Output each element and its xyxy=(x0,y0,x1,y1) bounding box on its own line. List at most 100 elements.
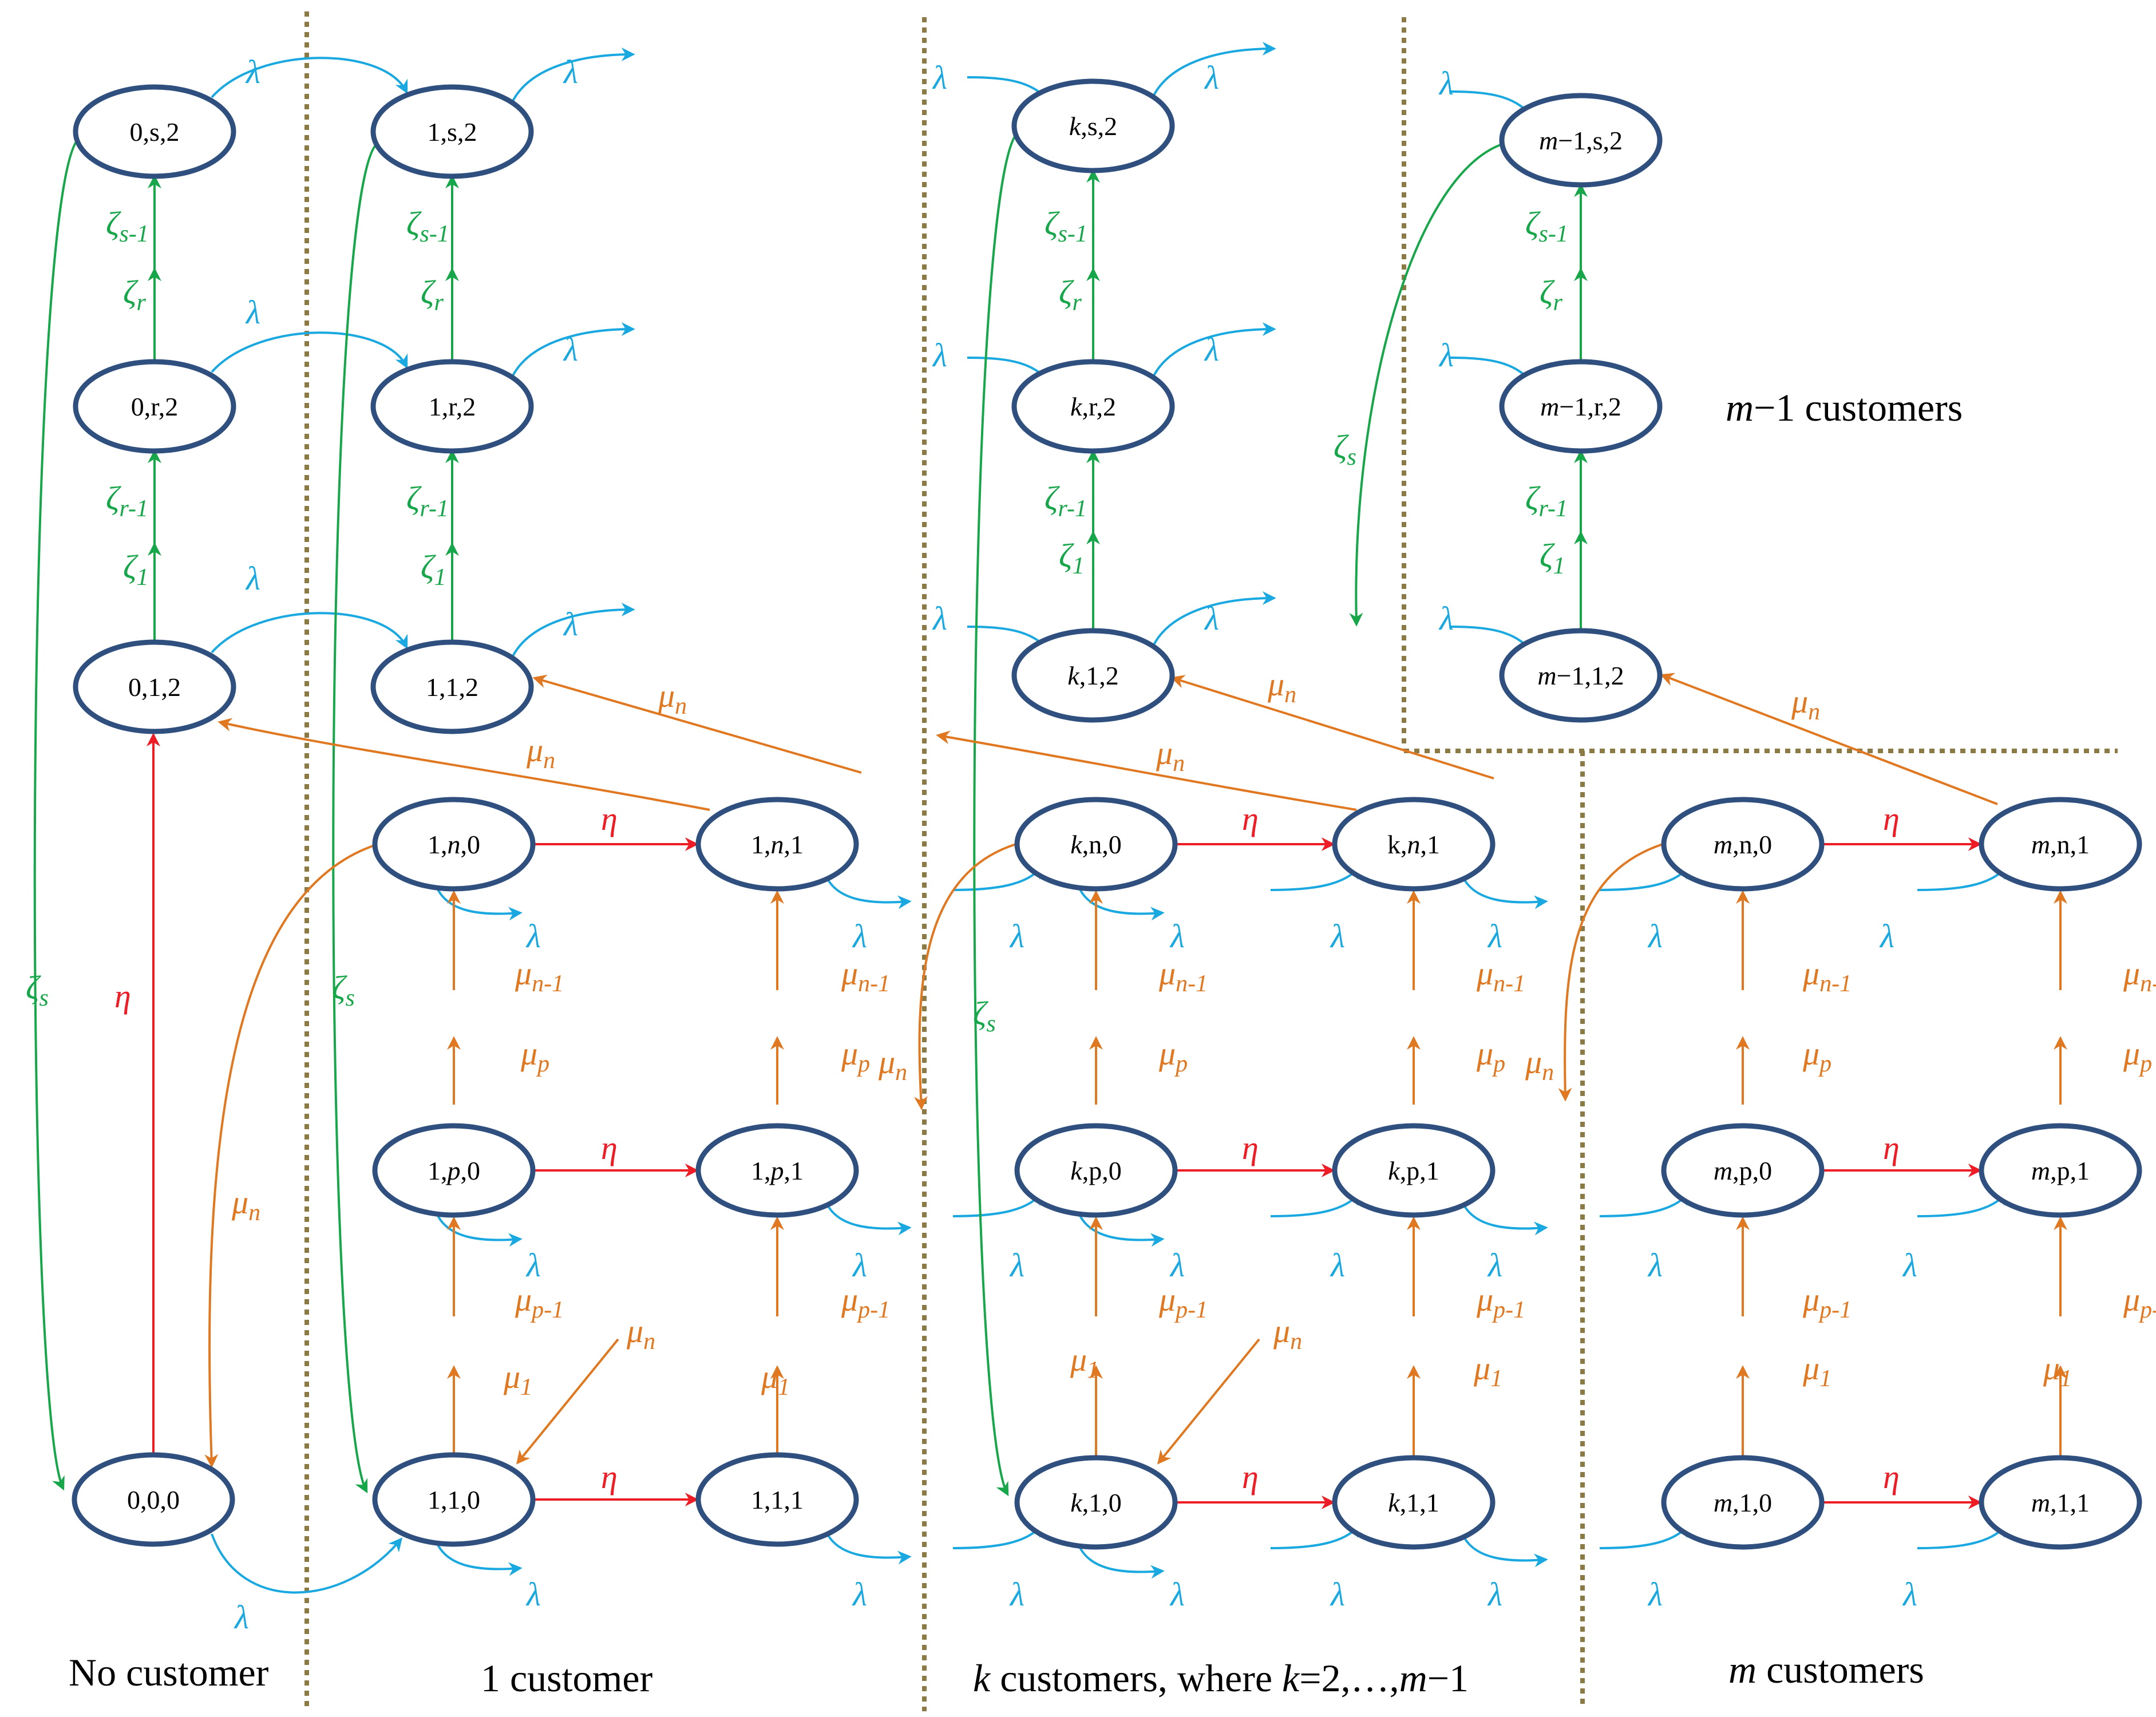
mu-label: μp xyxy=(520,1035,549,1077)
lambda-label: λ xyxy=(1487,1247,1502,1284)
state-label: 1,p,0 xyxy=(428,1156,480,1185)
mu-label: μp-1 xyxy=(1802,1281,1852,1323)
lambda-label: λ xyxy=(1009,917,1024,955)
rate-symbol: ζ xyxy=(106,480,121,517)
rate-symbol: λ xyxy=(525,1576,541,1613)
rate-symbol: λ xyxy=(1487,1576,1502,1613)
rate-symbol: λ xyxy=(932,337,947,374)
state-node: m−1,1,2 xyxy=(1499,628,1663,723)
rate-symbol: μ xyxy=(1476,1035,1493,1072)
mu-label: μn xyxy=(1273,1312,1302,1355)
state-label-prefix: 1, xyxy=(428,1156,448,1185)
arrival-arc xyxy=(1149,591,1276,653)
state-label-rest: ,p,1 xyxy=(2050,1156,2090,1185)
setup-complete-arc xyxy=(33,136,81,1491)
state-label: m,n,1 xyxy=(2031,830,2090,859)
rate-subscript: 1 xyxy=(1490,1366,1502,1392)
lambda-label: λ xyxy=(563,53,578,90)
rate-subscript: n xyxy=(643,1328,655,1355)
label-k-range: =2,…, xyxy=(1299,1656,1399,1700)
rate-symbol: ζ xyxy=(1059,537,1074,574)
state-label-rest: −1,1,2 xyxy=(1557,661,1624,690)
state-node: 1,1,2 xyxy=(370,639,534,734)
state-label: k,1,1 xyxy=(1388,1488,1439,1517)
lambda-label: λ xyxy=(1204,59,1219,96)
rate-subscript: r-1 xyxy=(119,496,148,522)
rate-subscript: 1 xyxy=(2060,1366,2072,1392)
lambda-label: λ xyxy=(1647,917,1663,955)
state-ellipse xyxy=(1332,1455,1496,1550)
lambda-label: λ xyxy=(1169,917,1185,955)
state-node: m,p,1 xyxy=(1979,1123,2142,1218)
arrival-arc xyxy=(1078,1213,1165,1247)
state-node: 1,s,2 xyxy=(370,84,534,179)
mu-label: μn xyxy=(1267,666,1296,708)
state-label-prefix: 1 xyxy=(429,392,442,421)
state-label-rest: ,1,1 xyxy=(2050,1488,2090,1517)
lambda-label: λ xyxy=(1438,600,1454,637)
mu-label: μn-1 xyxy=(1476,955,1525,997)
rate-symbol: ζ xyxy=(421,274,436,311)
rate-symbol: ζ xyxy=(421,548,436,585)
eta-label: η xyxy=(1242,800,1259,837)
arrival-arc xyxy=(211,331,408,373)
arrival-arc xyxy=(508,603,635,664)
rate-symbol: μ xyxy=(2123,955,2140,992)
state-label-prefix: 1, xyxy=(751,830,771,859)
rate-subscript: r xyxy=(434,290,444,316)
state-label: m,p,1 xyxy=(2031,1156,2090,1185)
rate-symbol: μ xyxy=(1156,734,1173,772)
rate-subscript: s-1 xyxy=(420,221,449,247)
rate-symbol: η xyxy=(1242,1129,1259,1166)
state-label: 0,0,0 xyxy=(127,1485,180,1514)
state-label-prefix: 1 xyxy=(428,117,441,147)
state-label: 1,s,2 xyxy=(428,117,477,147)
rate-subscript: s xyxy=(39,985,48,1011)
service-complete-arrow xyxy=(1157,1338,1260,1465)
state-ellipse xyxy=(1499,628,1663,723)
rate-subscript: n-1 xyxy=(858,971,890,997)
state-label-italic: k xyxy=(1069,112,1082,141)
rate-symbol: ζ xyxy=(1059,274,1074,311)
state-label-rest: ,1,0 xyxy=(1082,1488,1122,1517)
state-label-rest: ,1 xyxy=(784,830,804,859)
rate-symbol: μ xyxy=(1802,1035,1819,1072)
rate-symbol: λ xyxy=(1009,1576,1024,1613)
rate-symbol: λ xyxy=(1009,917,1024,955)
state-node: k,1,0 xyxy=(1014,1455,1178,1550)
zeta-label: ζs-1 xyxy=(406,205,449,247)
state-label: 0,1,2 xyxy=(128,672,181,702)
state-ellipse xyxy=(695,797,859,892)
rate-subscript: p xyxy=(2138,1051,2152,1077)
state-node: k,n,0 xyxy=(1014,797,1178,892)
label-k-m: m xyxy=(1399,1656,1427,1700)
state-label-rest: ,1 xyxy=(784,1156,804,1185)
rate-symbol: μ xyxy=(1158,1281,1176,1318)
rate-symbol: λ xyxy=(1879,917,1894,955)
state-node: m,n,0 xyxy=(1661,797,1825,892)
mu-label: μ1 xyxy=(1802,1350,1831,1392)
arrival-arc xyxy=(825,875,912,909)
rate-symbol: μ xyxy=(626,1312,643,1350)
rate-symbol: λ xyxy=(245,53,260,90)
rate-subscript: 1 xyxy=(434,564,446,591)
service-complete-arrow xyxy=(1170,675,1494,780)
lambda-label: λ xyxy=(932,600,947,637)
label-k-mid: customers, where xyxy=(990,1656,1282,1700)
rate-symbol: μ xyxy=(526,731,543,769)
state-ellipse xyxy=(1979,797,2142,892)
lambda-label: λ xyxy=(1330,1576,1345,1613)
state-label-italic: k xyxy=(1070,1156,1083,1185)
rate-subscript: s xyxy=(986,1011,995,1037)
rate-subscript: r xyxy=(136,290,146,316)
rate-symbol: λ xyxy=(1169,1247,1185,1284)
service-complete-arrow xyxy=(913,843,1016,1110)
zeta-label: ζr-1 xyxy=(406,480,449,522)
state-node: m−1,s,2 xyxy=(1499,93,1663,188)
state-node: k,p,1 xyxy=(1332,1123,1496,1218)
state-ellipse xyxy=(1011,359,1175,454)
label-m-italic: m xyxy=(1728,1648,1757,1691)
lambda-label: λ xyxy=(245,53,260,90)
rate-symbol: μ xyxy=(1473,1350,1490,1387)
mu-label: μn-1 xyxy=(841,955,890,997)
